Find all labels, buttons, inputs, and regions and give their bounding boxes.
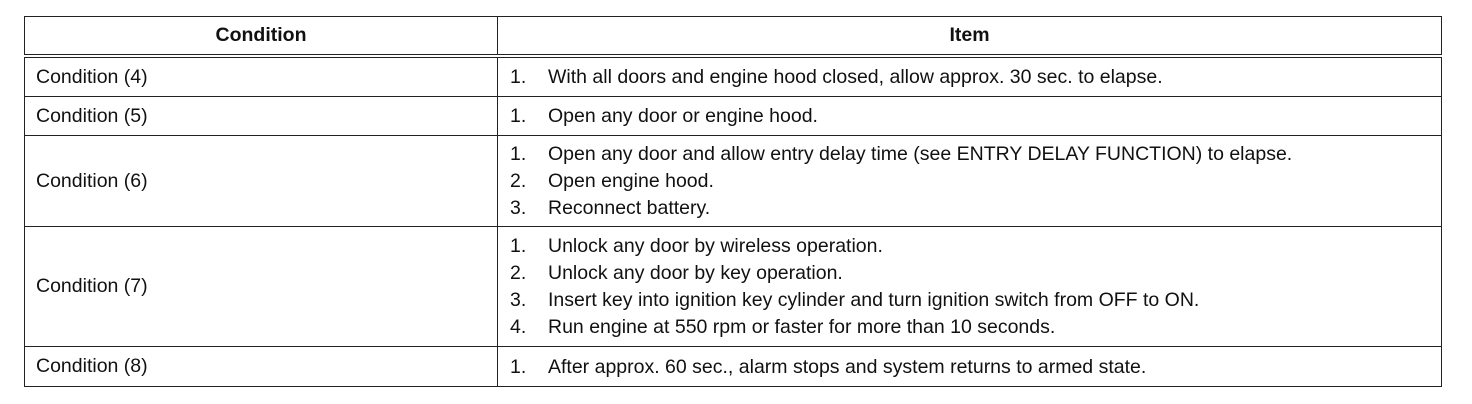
item-number: 3. xyxy=(510,289,527,311)
item-number: 2. xyxy=(510,262,527,284)
item-cell: 1. After approx. 60 sec., alarm stops an… xyxy=(497,346,1442,387)
table-row: Condition (4) 1. With all doors and engi… xyxy=(24,55,1442,97)
item-text: Run engine at 550 rpm or faster for more… xyxy=(548,316,1056,338)
table-row: Condition (6) 1. Open any door and allow… xyxy=(24,135,1442,227)
item-number: 4. xyxy=(510,316,527,338)
item-list: 1. With all doors and engine hood closed… xyxy=(510,64,1441,91)
item-list: 1. After approx. 60 sec., alarm stops an… xyxy=(510,354,1441,381)
item-cell: 1. With all doors and engine hood closed… xyxy=(497,55,1442,97)
item-text: Open engine hood. xyxy=(548,170,714,192)
item-number: 1. xyxy=(510,66,527,88)
list-item: 1. With all doors and engine hood closed… xyxy=(510,64,1441,91)
item-text: Unlock any door by key operation. xyxy=(548,262,843,284)
condition-cell: Condition (6) xyxy=(24,135,498,227)
item-text: Open any door or engine hood. xyxy=(548,105,818,127)
item-list: 1. Open any door and allow entry delay t… xyxy=(510,141,1441,222)
list-item: 3. Reconnect battery. xyxy=(510,195,1441,222)
item-number: 1. xyxy=(510,235,527,257)
list-item: 3. Insert key into ignition key cylinder… xyxy=(510,287,1441,314)
list-item: 4. Run engine at 550 rpm or faster for m… xyxy=(510,314,1441,341)
item-number: 1. xyxy=(510,105,527,127)
table-row: Condition (8) 1. After approx. 60 sec., … xyxy=(24,346,1442,387)
header-row: Condition Item xyxy=(24,16,1442,58)
item-text: Unlock any door by wireless operation. xyxy=(548,235,883,257)
table-row: Condition (7) 1. Unlock any door by wire… xyxy=(24,226,1442,347)
header-condition: Condition xyxy=(24,16,498,58)
condition-item-table: Condition Item Condition (4) 1. With all… xyxy=(24,16,1442,387)
table-row: Condition (5) 1. Open any door or engine… xyxy=(24,96,1442,136)
item-cell: 1. Open any door and allow entry delay t… xyxy=(497,135,1442,227)
list-item: 1. Unlock any door by wireless operation… xyxy=(510,233,1441,260)
item-list: 1. Unlock any door by wireless operation… xyxy=(510,233,1441,341)
item-number: 3. xyxy=(510,197,527,219)
condition-cell: Condition (7) xyxy=(24,226,498,347)
condition-item-table-container: Condition Item Condition (4) 1. With all… xyxy=(24,16,1442,387)
list-item: 1. After approx. 60 sec., alarm stops an… xyxy=(510,354,1441,381)
item-number: 2. xyxy=(510,170,527,192)
item-text: Reconnect battery. xyxy=(548,197,711,219)
item-text: Open any door and allow entry delay time… xyxy=(548,143,1293,165)
item-list: 1. Open any door or engine hood. xyxy=(510,103,1441,130)
item-number: 1. xyxy=(510,355,527,378)
item-text: With all doors and engine hood closed, a… xyxy=(548,66,1163,88)
condition-cell: Condition (4) xyxy=(24,55,498,97)
item-cell: 1. Unlock any door by wireless operation… xyxy=(497,226,1442,347)
list-item: 2. Unlock any door by key operation. xyxy=(510,260,1441,287)
item-number: 1. xyxy=(510,143,527,165)
item-text: After approx. 60 sec., alarm stops and s… xyxy=(548,355,1147,378)
list-item: 1. Open any door or engine hood. xyxy=(510,103,1441,130)
condition-cell: Condition (8) xyxy=(24,346,498,387)
item-text: Insert key into ignition key cylinder an… xyxy=(548,289,1200,311)
list-item: 1. Open any door and allow entry delay t… xyxy=(510,141,1441,168)
item-cell: 1. Open any door or engine hood. xyxy=(497,96,1442,136)
list-item: 2. Open engine hood. xyxy=(510,168,1441,195)
header-item: Item xyxy=(497,16,1442,58)
condition-cell: Condition (5) xyxy=(24,96,498,136)
